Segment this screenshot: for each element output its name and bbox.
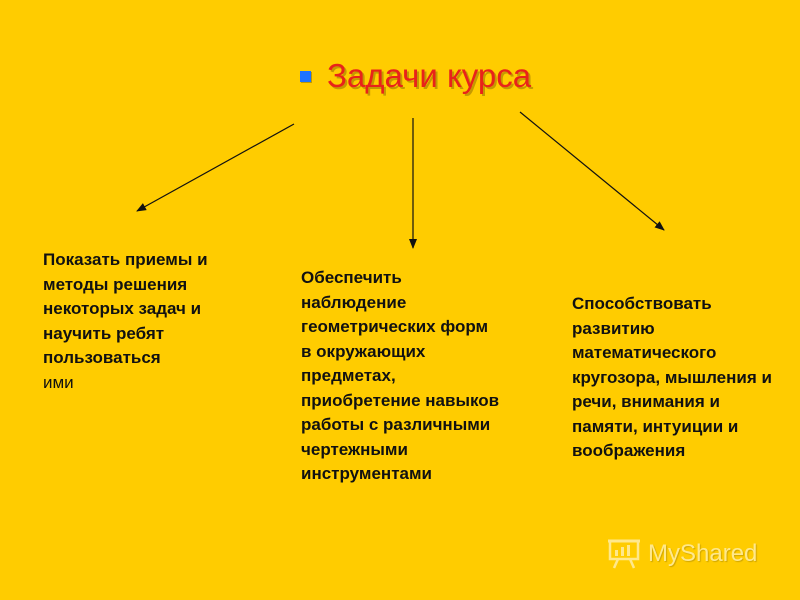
task-text-left: Показать приемы и методы решения некотор… — [43, 250, 208, 367]
task-column-middle: Обеспечить наблюдение геометрических фор… — [301, 266, 501, 487]
task-text-right: Способствовать развитию математического … — [572, 294, 772, 460]
arrow-right — [519, 111, 665, 231]
task-text-middle: Обеспечить наблюдение геометрических фор… — [301, 268, 500, 483]
task-column-left: Показать приемы и методы решения некотор… — [43, 248, 243, 395]
task-column-right: Способствовать развитию математического … — [572, 292, 772, 464]
task-text-left-tail: ими — [43, 372, 74, 392]
page-title: Задачи курса — [327, 57, 532, 94]
watermark-text: MyShared — [648, 540, 758, 567]
watermark: MyShared — [608, 538, 757, 570]
title-row: Задачи курса — [300, 54, 531, 98]
presentation-icon — [608, 539, 640, 569]
arrow-left — [136, 123, 295, 212]
bullet-icon — [300, 70, 311, 82]
